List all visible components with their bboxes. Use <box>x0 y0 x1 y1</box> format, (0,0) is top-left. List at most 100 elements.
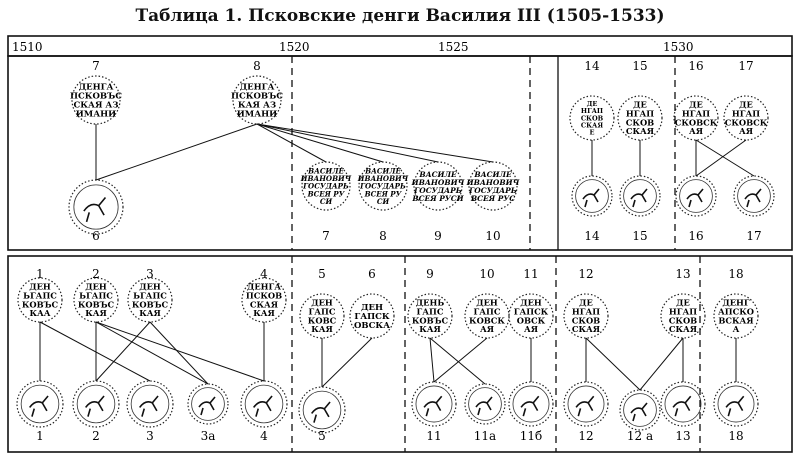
die-link-line <box>256 123 384 163</box>
die-link-line <box>256 123 439 163</box>
coin-number: 1 <box>36 267 44 281</box>
year-1510: 1510 <box>12 40 43 54</box>
coin-number: 11б <box>520 429 543 443</box>
bottom-panel <box>7 255 793 453</box>
legend-line: ДЕН <box>476 298 498 308</box>
coin-number: 8 <box>253 59 261 73</box>
legend-line: ПСКОВ <box>246 291 282 301</box>
obverse-rim <box>301 161 351 211</box>
legend-line: СКАЯ АЗ <box>74 100 119 110</box>
coin-number: 3 <box>146 267 154 281</box>
coin-number: 15 <box>632 59 647 73</box>
coin-number: 15 <box>632 229 647 243</box>
legend-line: ГОСУДАРЬ <box>468 186 517 195</box>
legend-line: ДЕН <box>139 282 161 292</box>
bottom-obverse-coin: 4 <box>240 380 288 443</box>
legend-line: ДЕ <box>739 100 753 110</box>
inner-ring <box>191 387 225 421</box>
obverse-rim <box>72 380 120 428</box>
bottom-reverse-rim <box>563 293 609 339</box>
legend-line: КОВЪС <box>412 315 449 325</box>
legend-line: СКОВСК <box>725 117 768 127</box>
die-link-line <box>39 321 151 382</box>
die-link-line <box>585 337 641 391</box>
year-1520: 1520 <box>279 40 310 54</box>
inner-ring <box>717 385 755 423</box>
legend-line: СКАЯ <box>250 299 278 309</box>
legend-line: СКОВСК <box>675 117 718 127</box>
inner-ring <box>679 179 713 213</box>
inner-ring <box>130 384 170 424</box>
rider-motif <box>725 395 745 417</box>
top-reverse-rim <box>617 95 663 141</box>
bottom-reverse-rim <box>299 293 345 339</box>
year-1530: 1530 <box>663 40 694 54</box>
legend-line: КОВС <box>308 315 337 325</box>
legend-line: КОВЪС <box>22 299 59 309</box>
legend-line: ИВАНОВИЧ <box>411 178 465 187</box>
obverse-rim <box>675 175 717 217</box>
legend-line: ДЕ <box>579 298 593 308</box>
legend-line: ИМАНИ <box>237 109 277 119</box>
year-1525: 1525 <box>438 40 469 54</box>
legend-line: ПСКОВЪС <box>231 91 283 101</box>
legend-line: ВАСИЛЕ <box>418 170 457 179</box>
legend-line: ГАПС <box>474 307 501 317</box>
rider-motif <box>475 396 493 416</box>
top-reverse-rim <box>569 95 615 141</box>
bottom-obverse-coin: 3 <box>126 380 174 443</box>
coin-number: 12 а <box>627 429 653 443</box>
obverse-rim <box>733 175 775 217</box>
legend-line: ЬГАПС <box>23 291 57 301</box>
inner-ring <box>567 385 605 423</box>
bottom-reverse-rim <box>127 277 173 323</box>
legend-line: НГАП <box>581 107 603 115</box>
obverse-rim <box>298 386 346 434</box>
bottom-reverse-rim <box>660 293 706 339</box>
coin-number: 12 <box>578 267 593 281</box>
legend-line: ДЕН <box>29 282 51 292</box>
coin-number: 6 <box>92 229 100 243</box>
obverse-rim <box>413 161 463 211</box>
coin-number: 5 <box>318 429 326 443</box>
bottom-obverse-coin: 1 <box>16 380 64 443</box>
coin-number: 3а <box>201 429 216 443</box>
legend-line: ГОСУДАРЬ <box>359 182 406 191</box>
top-obverse-coin: 6 <box>68 179 124 243</box>
rider-motif <box>252 395 273 417</box>
top-reverse-rim <box>723 95 769 141</box>
legend-line: КАА <box>29 308 50 318</box>
coin-number: 3 <box>146 429 154 443</box>
legend-line: ВСЕЯ РУСИ <box>411 194 464 203</box>
legend-line: ДЕНГА <box>247 282 281 292</box>
legend-line: А <box>733 324 740 334</box>
legend-line: СКАЯ <box>669 324 697 334</box>
inner-ring <box>244 384 284 424</box>
legend-line: НГАП <box>669 307 697 317</box>
rider-motif <box>575 395 595 417</box>
bottom-reverse-rim <box>241 277 287 323</box>
obverse-rim <box>619 175 661 217</box>
die-link-line <box>429 337 435 383</box>
bottom-obverse-coin: 11б <box>508 381 554 443</box>
bottom-reverse-rim <box>464 293 510 339</box>
legend-line: ВАСИЛЕ <box>307 166 344 175</box>
die-link-line <box>256 123 494 163</box>
legend-line: СКОВ <box>572 315 600 325</box>
bottom-reverse-rim <box>73 277 119 323</box>
connection-lines <box>39 123 755 391</box>
